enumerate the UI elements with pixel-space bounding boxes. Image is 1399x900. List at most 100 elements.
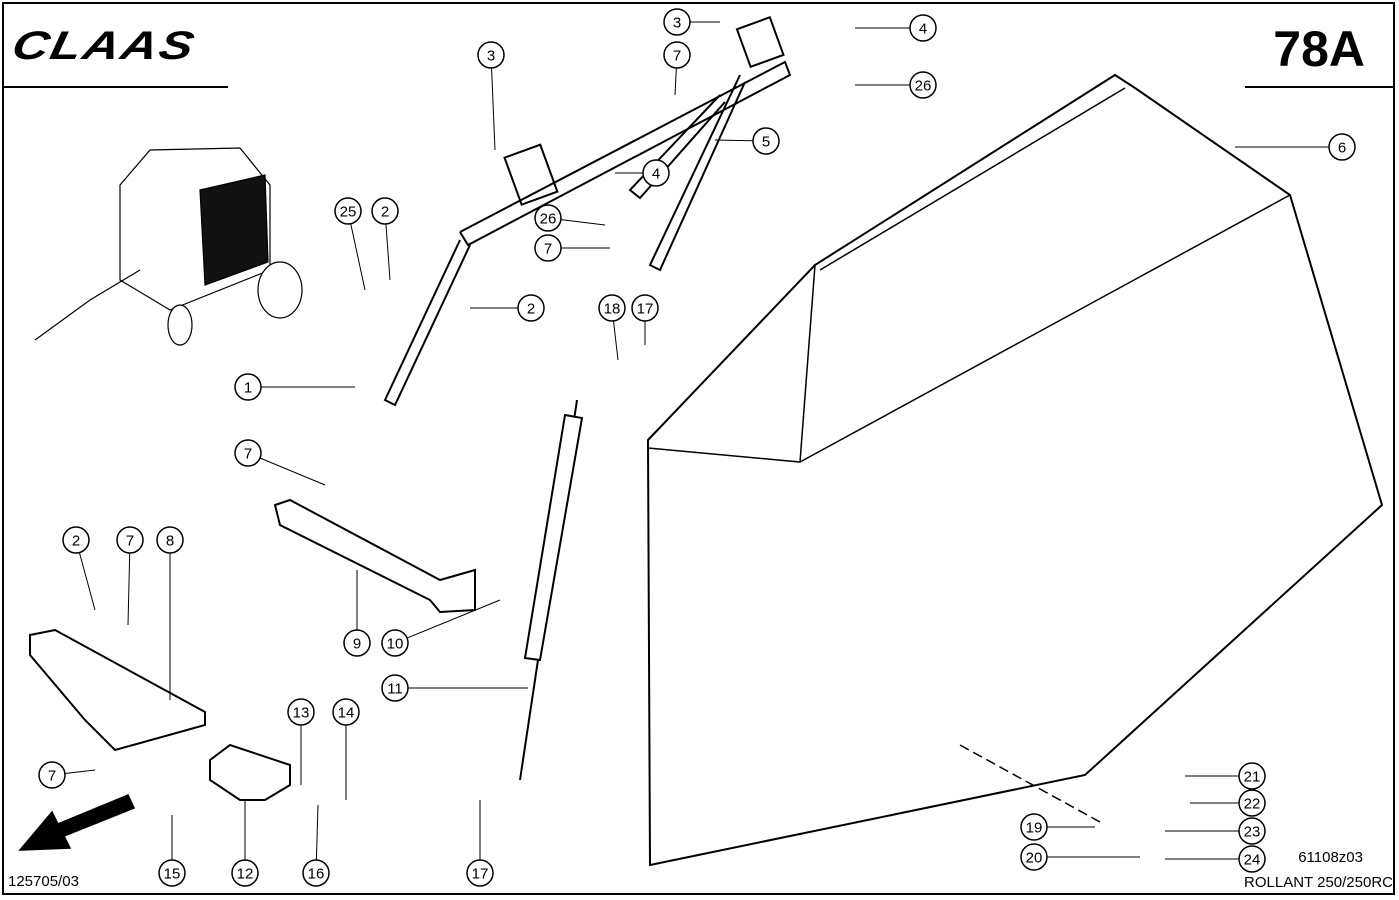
part-callout-7: 7 xyxy=(663,41,691,96)
frame-tube xyxy=(383,15,792,407)
leader-line xyxy=(406,599,501,639)
document-code: 125705/03 xyxy=(8,873,79,890)
svg-text:18: 18 xyxy=(604,301,621,318)
part-callout-15: 15 xyxy=(158,815,186,887)
svg-text:7: 7 xyxy=(673,48,681,65)
part-callout-20: 20 xyxy=(1020,843,1140,871)
svg-text:2: 2 xyxy=(527,301,535,318)
part-callout-7: 7 xyxy=(234,439,326,486)
svg-text:8: 8 xyxy=(166,533,174,550)
svg-text:13: 13 xyxy=(293,705,310,722)
part-callout-3: 3 xyxy=(477,41,505,151)
leader-line xyxy=(491,67,496,151)
leader-line xyxy=(560,219,606,226)
svg-text:20: 20 xyxy=(1026,850,1043,867)
part-callout-2: 2 xyxy=(470,294,545,322)
svg-text:24: 24 xyxy=(1244,852,1261,869)
svg-text:12: 12 xyxy=(237,866,254,883)
part-callout-18: 18 xyxy=(598,294,626,361)
part-callout-13: 13 xyxy=(287,698,315,785)
part-callout-7: 7 xyxy=(116,526,144,626)
svg-text:11: 11 xyxy=(387,681,403,698)
part-callout-11: 11 xyxy=(381,674,528,702)
direction-arrow xyxy=(18,794,136,851)
svg-text:9: 9 xyxy=(353,636,361,653)
svg-text:25: 25 xyxy=(340,204,357,221)
svg-text:7: 7 xyxy=(244,446,252,463)
part-callout-17: 17 xyxy=(631,294,659,345)
svg-text:7: 7 xyxy=(544,241,552,258)
part-callout-21: 21 xyxy=(1185,762,1266,790)
part-callout-25: 25 xyxy=(334,197,366,291)
leader-line xyxy=(350,223,366,291)
leader-line xyxy=(385,223,391,281)
svg-text:3: 3 xyxy=(487,48,495,65)
svg-text:6: 6 xyxy=(1338,140,1346,157)
part-callout-16: 16 xyxy=(302,804,330,887)
divider xyxy=(1245,86,1395,88)
assembly-line xyxy=(959,744,1101,823)
part-callout-1: 1 xyxy=(234,373,355,401)
svg-text:4: 4 xyxy=(652,166,660,183)
svg-text:16: 16 xyxy=(308,866,325,883)
part-callout-5: 5 xyxy=(714,127,780,155)
svg-text:21: 21 xyxy=(1244,769,1261,786)
part-callout-12: 12 xyxy=(231,800,259,887)
leader-line xyxy=(315,804,319,861)
part-callout-7: 7 xyxy=(38,761,96,789)
part-callout-17: 17 xyxy=(466,800,494,887)
svg-text:19: 19 xyxy=(1026,820,1043,837)
svg-text:1: 1 xyxy=(244,380,252,397)
part-callout-4: 4 xyxy=(615,159,670,187)
page-number: 78A xyxy=(1273,21,1365,77)
svg-text:26: 26 xyxy=(915,78,932,95)
divider xyxy=(4,86,228,88)
leader-line xyxy=(78,552,96,611)
svg-text:7: 7 xyxy=(126,533,134,550)
part-callout-7: 7 xyxy=(534,234,610,262)
leader-line xyxy=(127,552,131,626)
svg-text:7: 7 xyxy=(48,768,56,785)
mounting-plate xyxy=(29,628,206,752)
part-callout-26: 26 xyxy=(534,204,606,232)
svg-text:22: 22 xyxy=(1244,796,1261,813)
svg-text:15: 15 xyxy=(164,866,181,883)
part-callout-8: 8 xyxy=(156,526,184,700)
part-callout-24: 24 xyxy=(1165,845,1266,873)
part-callout-23: 23 xyxy=(1165,817,1266,845)
svg-text:4: 4 xyxy=(919,21,927,38)
leader-line xyxy=(612,320,619,361)
model-name: ROLLANT 250/250RC xyxy=(1244,874,1393,891)
leader-line xyxy=(674,67,677,96)
part-callout-26: 26 xyxy=(855,71,937,99)
leader-line xyxy=(259,457,326,486)
side-panel xyxy=(646,73,1384,867)
svg-text:26: 26 xyxy=(540,211,557,228)
part-callout-4: 4 xyxy=(855,14,937,42)
part-callout-2: 2 xyxy=(371,197,399,281)
part-callout-14: 14 xyxy=(332,698,360,800)
svg-text:14: 14 xyxy=(338,705,355,722)
part-callout-19: 19 xyxy=(1020,813,1095,841)
svg-text:17: 17 xyxy=(637,301,654,318)
svg-text:2: 2 xyxy=(381,204,389,221)
part-callout-2: 2 xyxy=(62,526,96,611)
part-callout-22: 22 xyxy=(1190,789,1266,817)
part-callout-6: 6 xyxy=(1235,133,1356,161)
part-callout-9: 9 xyxy=(343,570,371,657)
svg-text:5: 5 xyxy=(762,134,770,151)
drawing-code: 61108z03 xyxy=(1298,849,1363,866)
part-callout-3: 3 xyxy=(663,8,720,36)
leader-line xyxy=(714,139,754,142)
svg-text:10: 10 xyxy=(387,636,404,653)
svg-text:2: 2 xyxy=(72,533,80,550)
bracket xyxy=(273,498,476,614)
baler-thumbnail xyxy=(34,147,303,346)
part-callout-10: 10 xyxy=(381,599,501,657)
svg-text:3: 3 xyxy=(673,15,681,32)
svg-text:17: 17 xyxy=(472,866,489,883)
svg-text:23: 23 xyxy=(1244,824,1261,841)
small-bracket xyxy=(209,743,291,801)
